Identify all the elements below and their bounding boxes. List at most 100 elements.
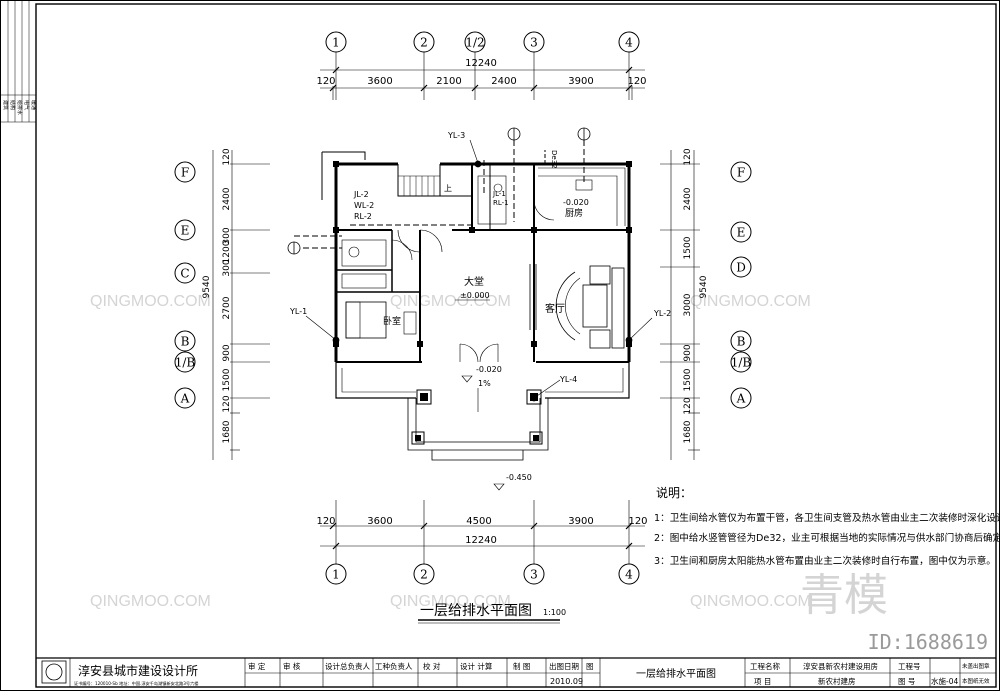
- drawing-label: 图: [586, 662, 594, 671]
- top-dimension: 3600: [367, 76, 392, 87]
- room-label-guest: 客厅: [545, 302, 565, 315]
- axis-right: 1/B: [731, 356, 752, 370]
- bottom-dimension: 120: [628, 516, 647, 527]
- axis-top: 3: [530, 36, 538, 50]
- axis-left: E: [181, 224, 190, 238]
- axis-bottom-circle: [523, 563, 545, 585]
- watermark-brand: QINGMOO.COM: [690, 593, 811, 610]
- left-dimension: 1500: [222, 368, 232, 391]
- bottom-dimension: 3600: [367, 516, 392, 527]
- axis-left: 1/B: [175, 356, 196, 370]
- left-dimension: 120: [222, 148, 232, 165]
- title-block: [36, 657, 996, 687]
- bottom-dimension: 3900: [568, 516, 593, 527]
- axis-top-circle: [523, 31, 545, 53]
- porch-elevation: -0.020: [476, 365, 502, 374]
- notes-list: 1：卫生间给水管仅为布置干管，各卫生间支管及热水管由业主二次装修时深化设计。2：…: [654, 512, 1000, 567]
- axis-bottom: 3: [530, 568, 538, 582]
- pipe-label-yl2: YL-2: [653, 309, 671, 318]
- watermark-brand: QINGMOO.COM: [90, 593, 211, 610]
- institute-name: 淳安县城市建设设计所: [78, 663, 198, 678]
- axis-left: C: [180, 267, 189, 281]
- bottom-total-dimension: 12240: [465, 535, 497, 546]
- project-no-label: 工程号: [898, 662, 921, 671]
- signature-roles: 审 定审 核设计总负责人工种负责人校 对设计 计算制 图: [248, 661, 530, 671]
- project: 新农村建房: [818, 676, 856, 686]
- axis-right: E: [737, 226, 746, 240]
- stair-up-label: 上: [444, 184, 452, 193]
- left-dimension: 2700: [222, 296, 232, 319]
- watermark-id: ID:1688619: [867, 630, 988, 654]
- right-dimension: 3000: [683, 293, 693, 316]
- axis-right-circle: [730, 387, 752, 409]
- left-dimension: 120: [222, 395, 232, 412]
- stamp-note-2: 本图纸无效: [962, 677, 990, 685]
- axis-right: D: [736, 261, 746, 275]
- axis-top-circle: [464, 31, 486, 53]
- notes-heading: 说明：: [656, 485, 692, 500]
- pipes: [294, 139, 653, 399]
- left-dimension: 300: [222, 227, 232, 244]
- outdoor-elevation: -0.450: [506, 473, 532, 482]
- project-name: 淳安县新农村建设用房: [803, 661, 878, 671]
- axis-top: 4: [625, 36, 633, 50]
- watermark-brand: QINGMOO.COM: [390, 293, 511, 310]
- axis-bottom: 4: [625, 568, 633, 582]
- axis-right-circle: [730, 221, 752, 243]
- signature-role: 设计 计算: [460, 661, 493, 671]
- room-label-bedroom: 卧室: [383, 315, 401, 327]
- top-dimension: 2400: [491, 76, 516, 87]
- side-dimension-lines: [212, 150, 700, 460]
- hall-elevation: ±0.000: [460, 291, 490, 300]
- bottom-dimension-lines: [320, 500, 645, 565]
- right-dimension: 2400: [683, 187, 693, 210]
- signature-role: 校 对: [423, 661, 441, 671]
- bottom-dimension: 120: [316, 516, 335, 527]
- kitchen-elevation: -0.020: [563, 198, 589, 207]
- top-dimension-values: 120 3600 2100 2400 3900 120: [316, 76, 646, 87]
- right-dimension: 120: [683, 397, 693, 414]
- signature-role: 审 核: [283, 661, 301, 671]
- axis-right: B: [737, 335, 746, 349]
- axis-bottom-circle: [413, 563, 435, 585]
- axis-left: A: [180, 392, 190, 406]
- right-dimension: 1500: [683, 368, 693, 391]
- pipe-label-jl1: JL-1: [492, 190, 506, 198]
- sheet-no-label: 图 号: [898, 677, 915, 686]
- issue-date: 2010.09: [550, 677, 583, 686]
- right-dimension: 1500: [683, 236, 693, 259]
- axis-right-circle: [730, 330, 752, 352]
- axis-left-circle: [174, 330, 196, 352]
- top-dimension: 120: [316, 76, 335, 87]
- watermark-brand: QINGMOO.COM: [690, 293, 811, 310]
- sheet-title: 一层给排水平面图: [636, 667, 716, 680]
- left-dimension: 300: [222, 259, 232, 276]
- note-item: 2：图中给水竖管管径为De32，业主可根据当地的实际情况与供水部门协商后确定: [654, 532, 1000, 544]
- axis-left: F: [181, 166, 189, 180]
- date-label: 出图日期: [549, 661, 579, 671]
- side-stamp-label: 给排水: [16, 100, 23, 115]
- room-label-kitchen: 厨房: [565, 207, 583, 219]
- axis-right-circle: [730, 161, 752, 183]
- project-label: 项 目: [754, 677, 771, 686]
- axis-top: 1: [332, 36, 340, 50]
- top-dimension: 2100: [436, 76, 461, 87]
- pipe-label-yl3: YL-3: [447, 131, 465, 140]
- signature-role: 审 定: [248, 661, 266, 671]
- top-dimension: 120: [627, 76, 646, 87]
- axis-bottom: 1: [332, 568, 340, 582]
- top-dimension: 3900: [568, 76, 593, 87]
- signature-role: 制 图: [513, 661, 530, 671]
- axis-left-circle: [174, 219, 196, 241]
- axis-bottom-circle: [325, 563, 347, 585]
- building-walls: [321, 151, 631, 461]
- sheet-frame: [35, 3, 997, 688]
- porch-slope: 1%: [478, 379, 491, 388]
- top-total-dimension: 12240: [465, 58, 497, 69]
- right-dimension: 900: [683, 344, 693, 361]
